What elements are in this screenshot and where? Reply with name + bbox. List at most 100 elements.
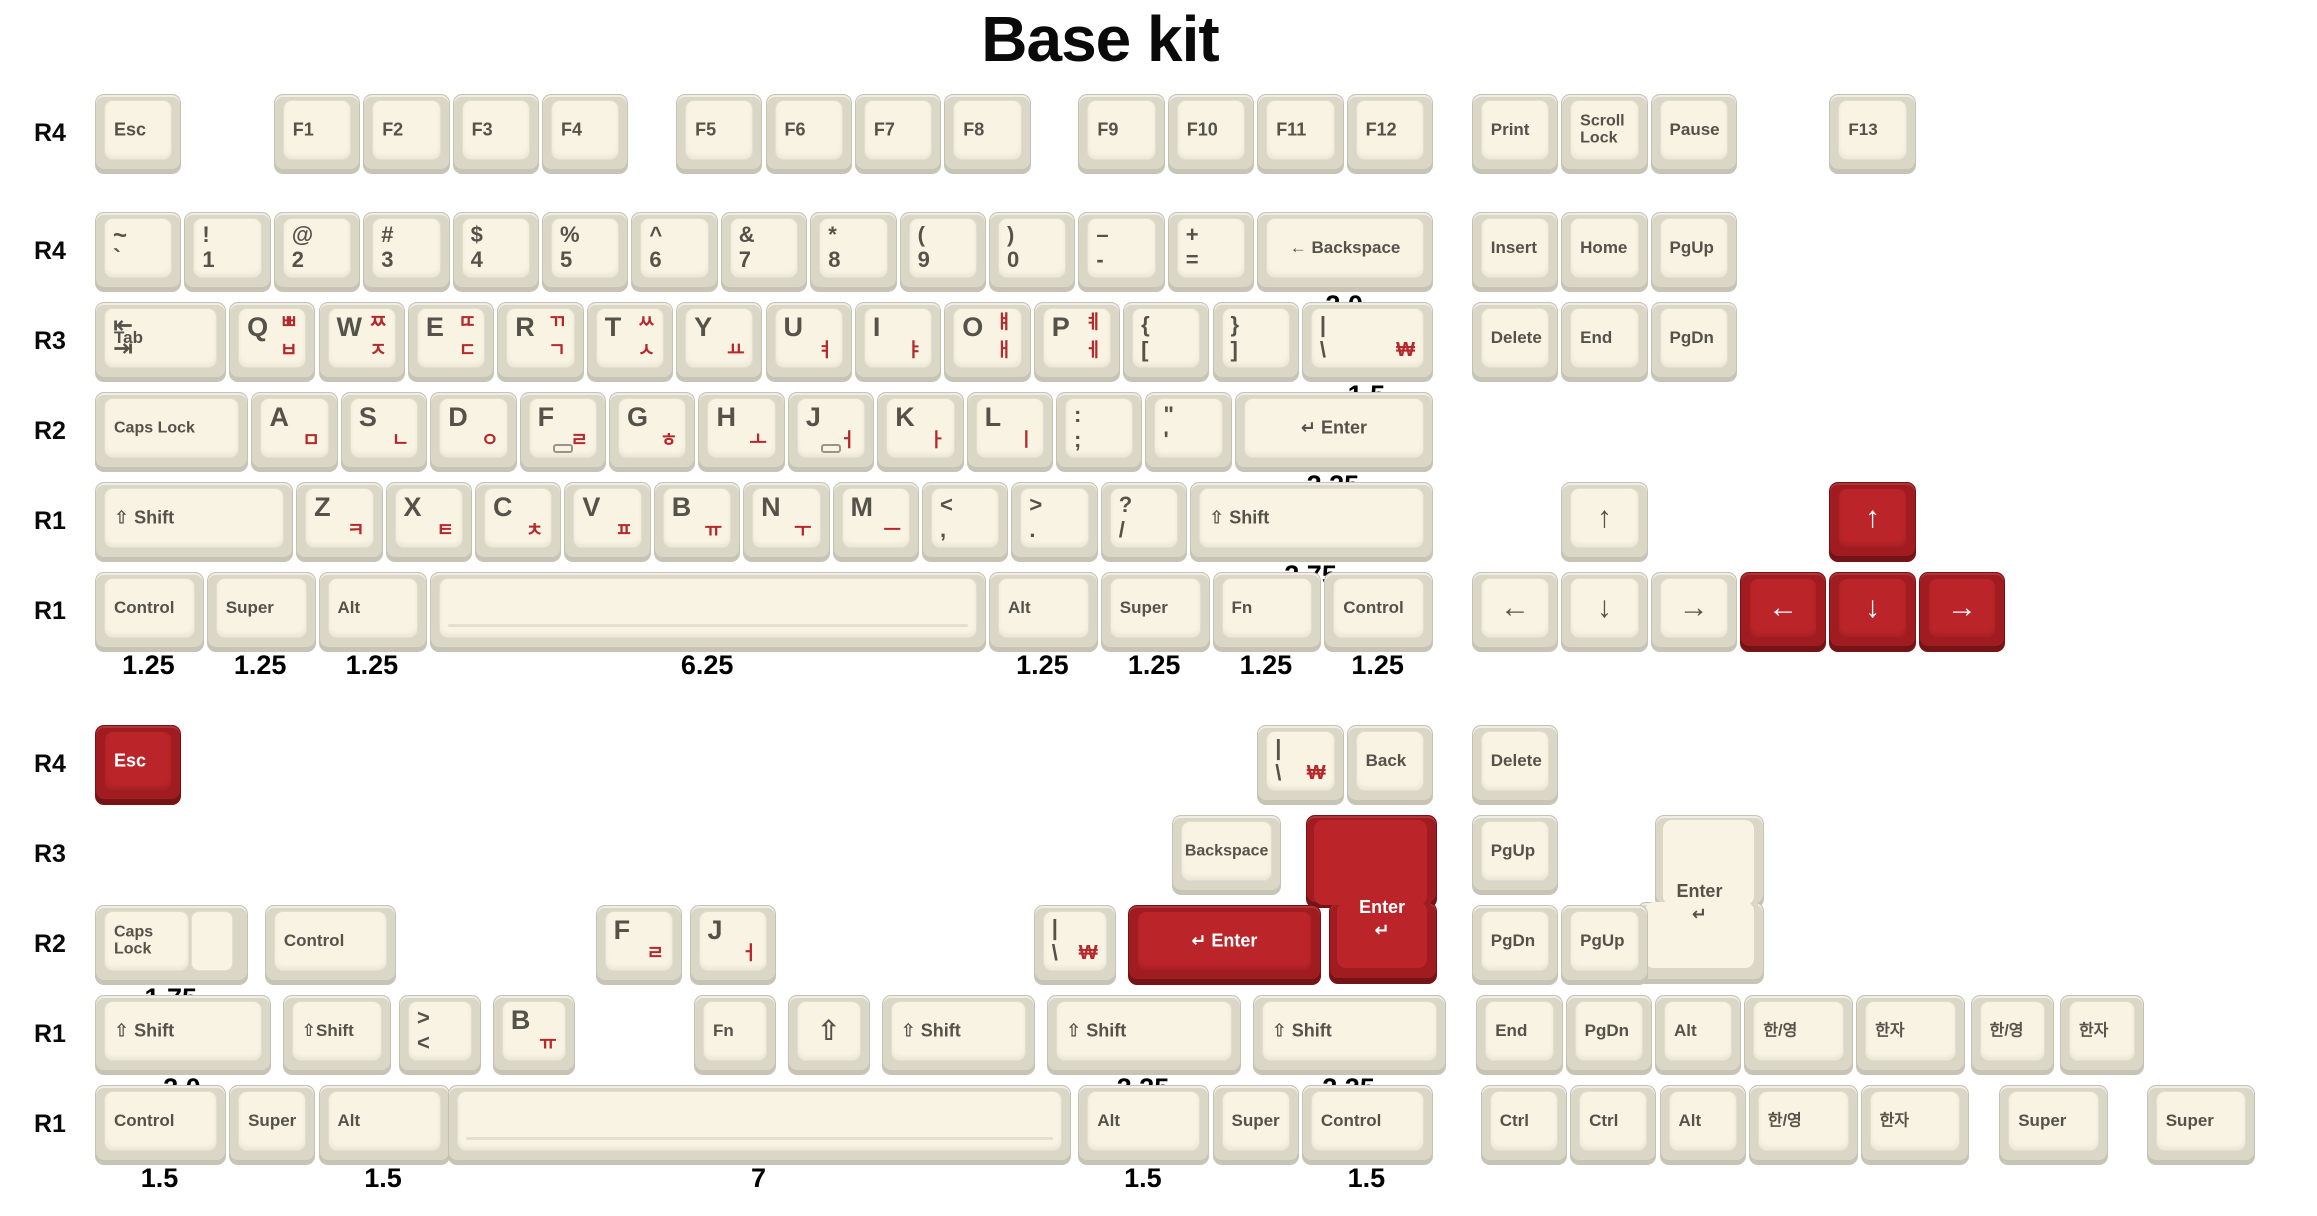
key-legend: Alt bbox=[337, 597, 361, 617]
keycap-top: Insert bbox=[1480, 218, 1550, 278]
key-alt-b-left: Alt bbox=[318, 1085, 450, 1165]
key-legend: D bbox=[448, 402, 468, 432]
key-num-8: *8 bbox=[810, 212, 897, 292]
key-legend: 7 bbox=[738, 247, 752, 273]
key-super-left: Super bbox=[206, 572, 316, 652]
key-legend: PgUp bbox=[1669, 237, 1714, 257]
keycap-top: ^6 bbox=[640, 218, 709, 278]
key-backspace-125: Backspace bbox=[1172, 815, 1282, 895]
key-control-right: Control bbox=[1324, 572, 1433, 652]
key-legend: ← bbox=[1499, 590, 1530, 624]
keycap-top: Pause bbox=[1659, 100, 1728, 160]
keycap-top: F6 bbox=[774, 100, 843, 160]
key-shift-left: ⇧ Shift bbox=[95, 482, 294, 562]
key-f2: F2 bbox=[363, 94, 450, 174]
keycap-top: 한/영 bbox=[1979, 1001, 2046, 1061]
row-label: R4 bbox=[34, 750, 66, 778]
keycap-top: ⇧ Shift bbox=[104, 1001, 262, 1061]
key-legend: Esc bbox=[114, 119, 147, 140]
keycap-top: ⇤Tab⇥ bbox=[104, 308, 218, 368]
key-pgup-3: PgUp bbox=[1561, 905, 1648, 985]
keycap-top: F11 bbox=[1266, 100, 1335, 160]
keycap-top: PgDn bbox=[1574, 1001, 1644, 1061]
key-arrow-up-red: ↑ bbox=[1829, 482, 1916, 562]
keycap-top bbox=[1663, 820, 1754, 905]
keycap-top: ?/ bbox=[1109, 488, 1179, 548]
keycap-top: F13 bbox=[1838, 100, 1907, 160]
key-legend: E bbox=[425, 312, 444, 342]
keycap-top: Control bbox=[104, 578, 195, 638]
size-label: 6.25 bbox=[680, 650, 734, 680]
key-legend: 6 bbox=[649, 247, 662, 273]
key-legend: ㄱ bbox=[548, 340, 566, 362]
key-super-125b: Super bbox=[2146, 1085, 2256, 1165]
keycap-top: += bbox=[1176, 218, 1246, 278]
key-tab: ⇤Tab⇥ bbox=[95, 302, 227, 382]
key-legend: ㄹ bbox=[570, 430, 589, 452]
key-shift-200: ⇧ Shift bbox=[95, 995, 271, 1075]
key-legend: → bbox=[1946, 590, 1977, 624]
key-pgup: PgUp bbox=[1650, 212, 1737, 292]
key-legend: ⇧ Shift bbox=[1066, 1020, 1127, 1041]
keycap-top: |\₩ bbox=[1266, 731, 1335, 791]
keycap-top: F1 bbox=[282, 100, 352, 160]
keycap-top: (9 bbox=[908, 218, 977, 278]
key-legend: ㅠ bbox=[539, 1033, 557, 1055]
key-backslash: |\₩ bbox=[1301, 302, 1433, 382]
key-legend: End bbox=[1580, 327, 1613, 347]
key-alt-right: Alt bbox=[989, 572, 1098, 652]
key-legend: / bbox=[1118, 517, 1125, 543]
key-shift-right: ⇧ Shift bbox=[1190, 482, 1433, 562]
key-super-b-right: Super bbox=[1212, 1085, 1299, 1165]
keycap-top: Alt bbox=[327, 1091, 441, 1151]
key-legend: J bbox=[707, 915, 723, 945]
keycap-top: Caps Lock bbox=[104, 398, 240, 458]
key-legend: ⇧ Shift bbox=[114, 507, 175, 528]
keycap-top: Control bbox=[1333, 578, 1424, 638]
key-legend: F7 bbox=[873, 119, 895, 140]
size-label: 1.25 bbox=[1127, 650, 1181, 680]
keycap-top: End bbox=[1570, 308, 1639, 368]
key-legend: Ctrl bbox=[1499, 1110, 1529, 1130]
key-esc: Esc bbox=[95, 94, 182, 174]
key-pgdn: PgDn bbox=[1650, 302, 1737, 382]
key-control-15: Control bbox=[264, 905, 396, 985]
key-legend: Q bbox=[247, 312, 269, 342]
key-legend: ] bbox=[1230, 337, 1238, 363]
key-insert: Insert bbox=[1471, 212, 1559, 292]
key-f9: F9 bbox=[1078, 94, 1165, 174]
key-print: Print bbox=[1471, 94, 1559, 174]
key-arrow-up-beige: ↑ bbox=[1561, 482, 1648, 562]
keycap-top: 한자 bbox=[1865, 1001, 1956, 1061]
key-legend: G bbox=[627, 402, 649, 432]
key-legend: Super bbox=[1119, 597, 1168, 617]
key-legend: Alt bbox=[337, 1110, 361, 1130]
key-legend: Alt bbox=[1097, 1110, 1121, 1130]
key-legend: F5 bbox=[695, 119, 717, 140]
key-legend: ↵ Enter bbox=[1300, 417, 1367, 438]
keycap-top: F9 bbox=[1087, 100, 1156, 160]
key-legend: 5 bbox=[560, 247, 573, 273]
key-ctrl-1: Ctrl bbox=[1480, 1085, 1568, 1165]
key-legend: J bbox=[805, 402, 821, 432]
key-legend: : bbox=[1074, 402, 1082, 427]
key-home: Home bbox=[1561, 212, 1648, 292]
